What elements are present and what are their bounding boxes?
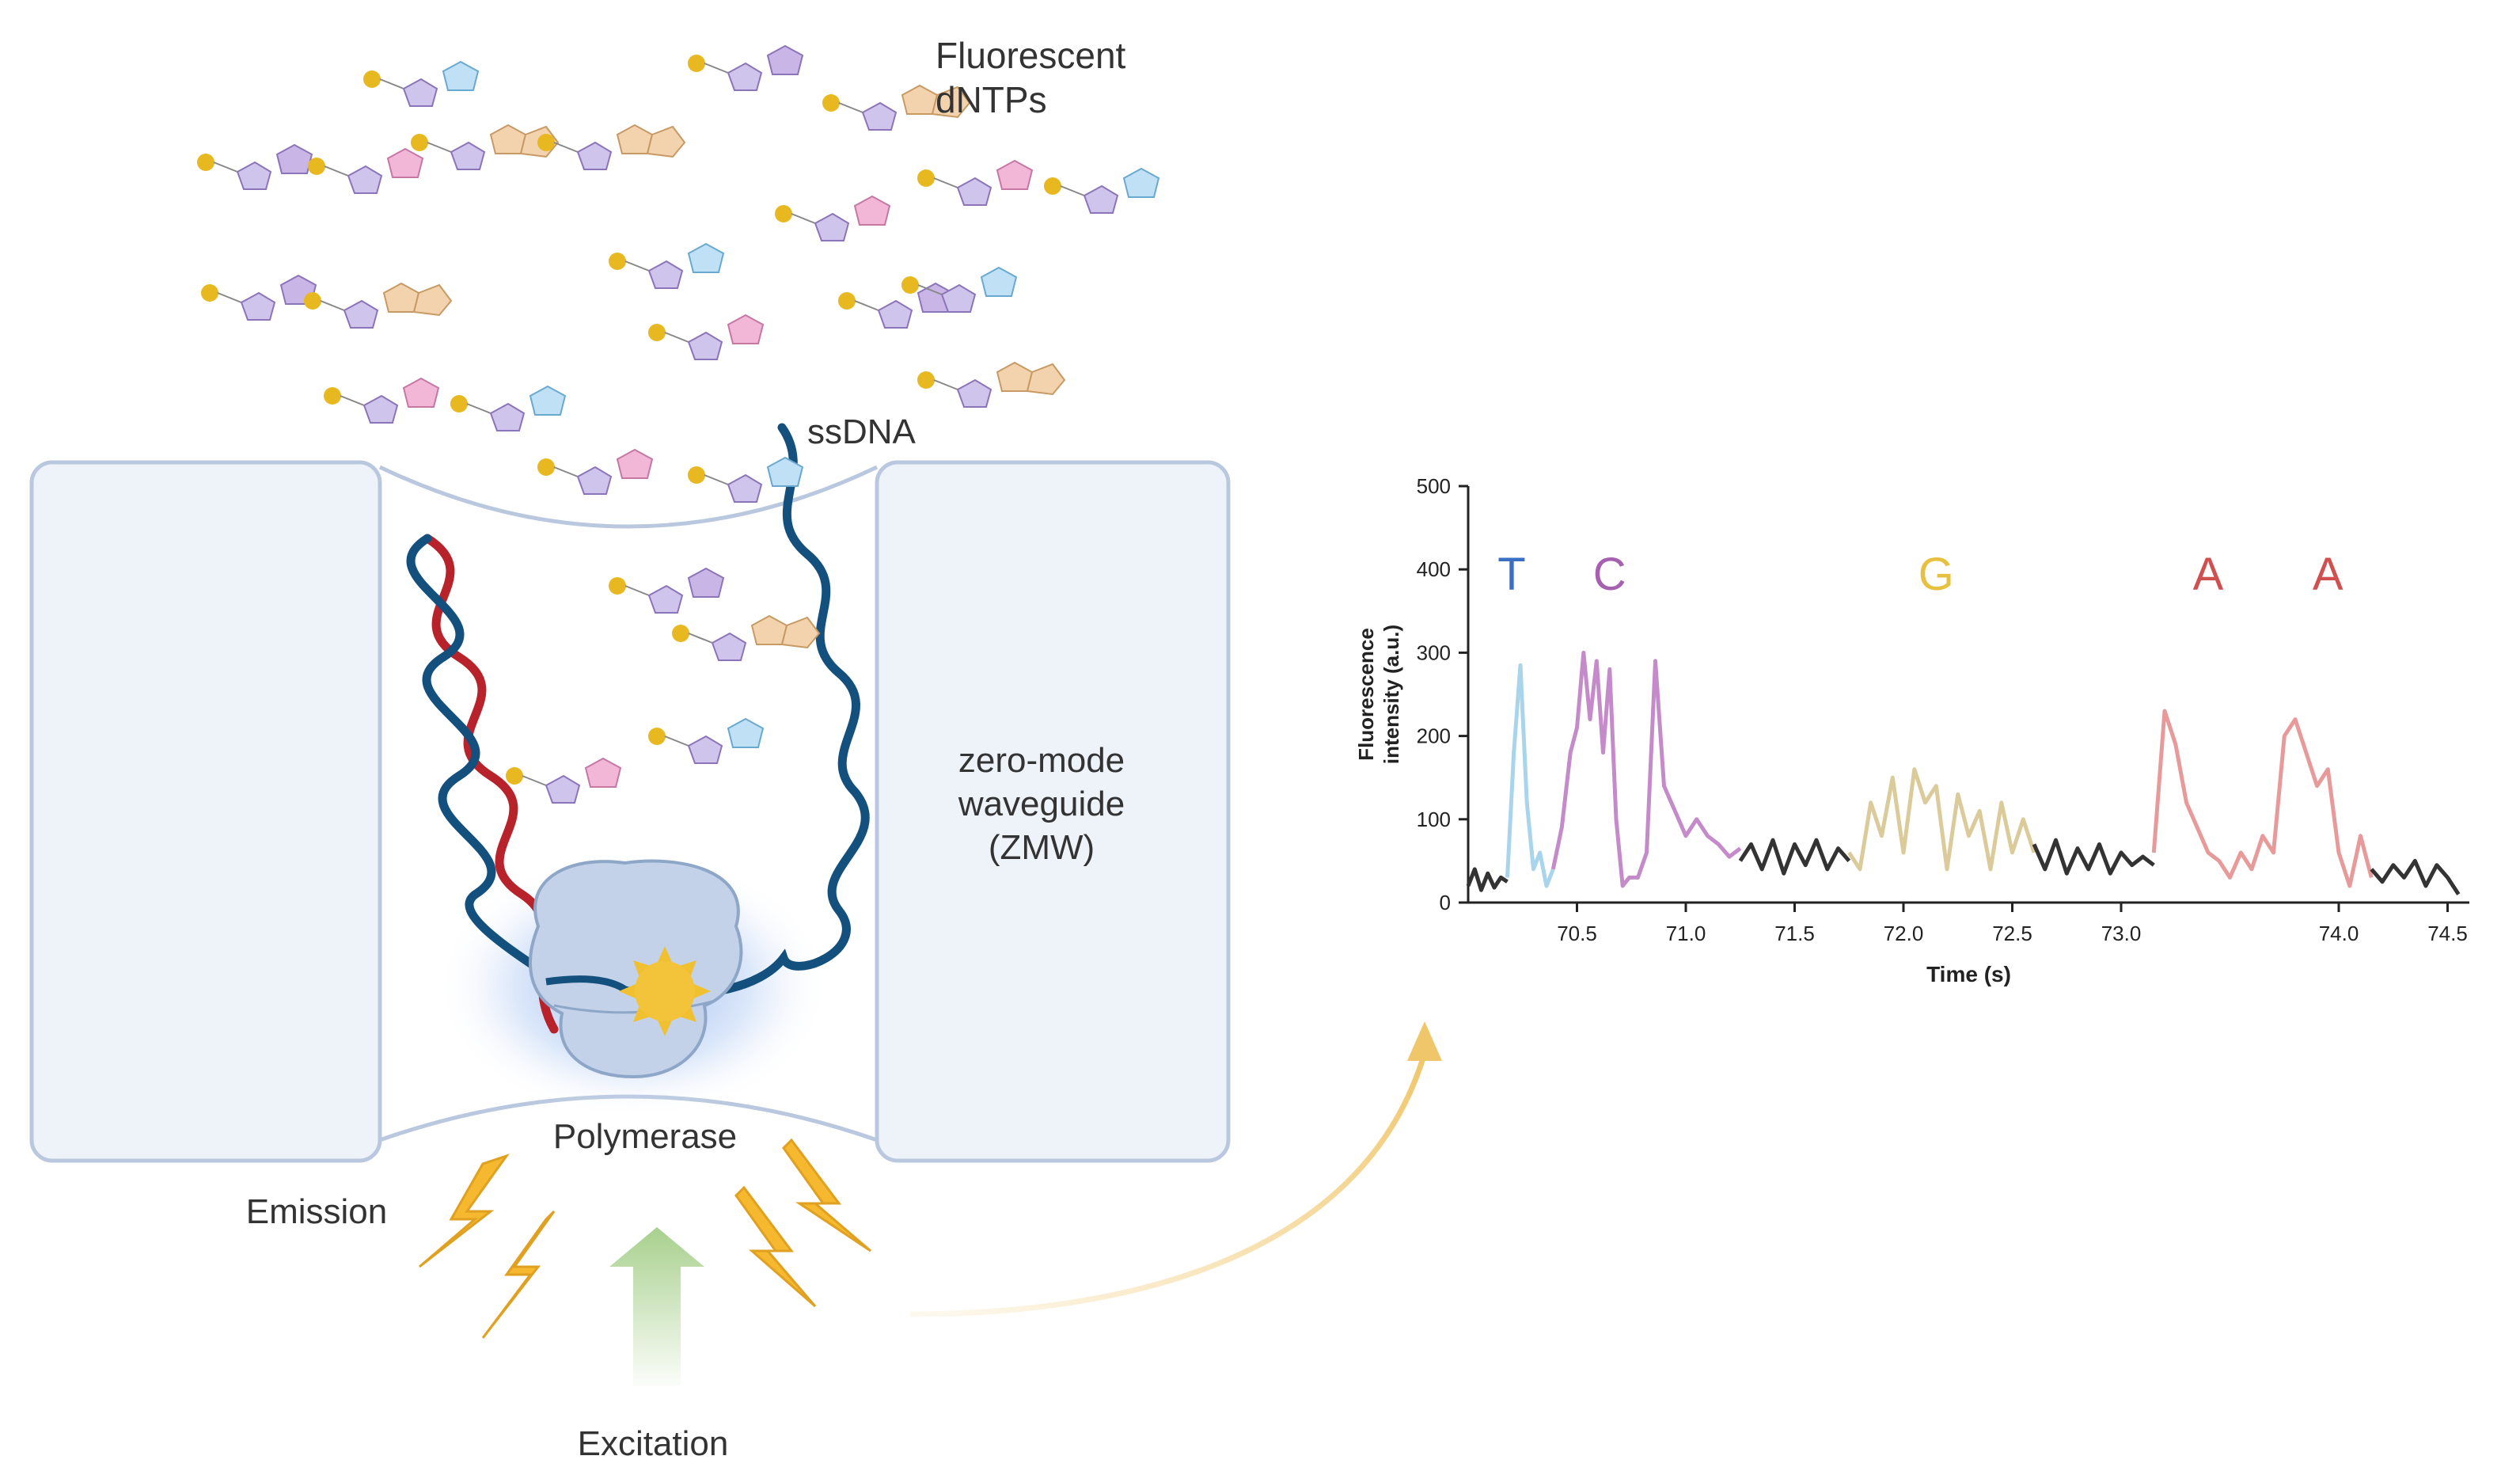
chart-x-tick-label: 71.0 (1666, 922, 1706, 945)
emission-label: Emission (246, 1192, 388, 1231)
base-call-label: A (2193, 549, 2224, 600)
left-well-wall (29, 460, 382, 1163)
dntp-molecule (609, 567, 725, 614)
fluorescent-dntps-label-line2: dNTPs (936, 79, 1047, 120)
trace-segment (1466, 867, 1509, 892)
excitation-label: Excitation (578, 1424, 729, 1463)
trace-segment (2032, 838, 2155, 876)
dntp-molecules (197, 44, 1160, 804)
dntp-molecule (917, 159, 1034, 206)
base-call-label: C (1593, 549, 1626, 600)
chart-y-axis-label-line2: intensity (a.u.) (1380, 625, 1403, 764)
right-well-wall (875, 460, 1231, 1163)
dntp-molecule (363, 60, 480, 107)
chart-x-tick-label: 70.5 (1557, 922, 1597, 945)
dntp-molecule (609, 242, 725, 289)
chart-x-ticks: 70.5 71.0 71.5 72.0 72.5 73.0 74.0 74.5 (1557, 903, 2468, 945)
trace-segment (1550, 650, 1742, 888)
dntp-molecule (838, 282, 954, 329)
polymerase-label: Polymerase (553, 1117, 737, 1156)
chart-x-tick-label: 72.0 (1884, 922, 1924, 945)
zmw-label-line1: zero-mode (958, 741, 1125, 780)
chart-x-tick-label: 71.5 (1774, 922, 1815, 945)
chart-x-tick-label: 72.5 (1992, 922, 2032, 945)
trace-segment (2370, 858, 2461, 895)
emission-lightning-icons (419, 1138, 871, 1339)
zmw-label-line3: (ZMW) (989, 828, 1095, 867)
base-call-label: G (1918, 549, 1954, 600)
fluorescence-trace-chart: 0 100 200 300 400 500 70.5 71.0 71.5 72.0 72.5 73.… (1354, 474, 2469, 986)
chart-y-tick-label: 100 (1417, 808, 1451, 831)
dntp-molecule (201, 274, 317, 321)
zmw-label-line2: waveguide (958, 785, 1125, 823)
dntp-molecule (1044, 167, 1160, 214)
dntp-molecule (672, 614, 821, 661)
well-top-membrane (378, 465, 879, 529)
dntp-molecule (506, 757, 622, 804)
base-call-label: T (1497, 549, 1525, 600)
chart-y-tick-label: 0 (1440, 891, 1451, 914)
chart-y-ticks: 0 100 200 300 400 500 (1417, 474, 1468, 914)
chart-y-tick-label: 300 (1417, 640, 1451, 664)
signal-curve-arrow (909, 1021, 1442, 1317)
excitation-arrow (609, 1227, 704, 1385)
dntp-molecule (411, 124, 560, 170)
dntp-molecule (775, 195, 891, 241)
dntp-molecule (197, 143, 313, 190)
ssdna-label: ssDNA (807, 412, 917, 451)
chart-x-axis-label: Time (s) (1926, 962, 2011, 986)
chart-series (1466, 650, 2461, 895)
trace-segment (1847, 767, 2036, 872)
fluorescent-dye-icon (619, 946, 711, 1036)
base-call-label: A (2313, 549, 2344, 600)
dntp-molecule (688, 456, 804, 503)
zmw-well (29, 460, 1231, 1163)
dntp-molecule (648, 314, 765, 360)
chart-y-tick-label: 500 (1417, 474, 1451, 498)
chart-y-tick-label: 400 (1417, 557, 1451, 581)
dntp-molecule (537, 124, 686, 170)
dntp-molecule (304, 282, 453, 329)
dntp-molecule (324, 377, 440, 424)
dntp-molecule (450, 385, 567, 431)
fluorescent-dntps-label: Fluorescent (936, 35, 1126, 76)
chart-x-tick-label: 74.5 (2427, 922, 2468, 945)
chart-x-tick-label: 73.0 (2101, 922, 2142, 945)
dntp-molecule (688, 44, 804, 91)
dntp-molecule (822, 84, 971, 131)
trace-segment (1738, 838, 1851, 876)
chart-x-tick-label: 74.0 (2319, 922, 2359, 945)
dntp-molecule (917, 361, 1066, 408)
trace-segment (2151, 709, 2374, 888)
dntp-molecule (308, 147, 424, 194)
chart-y-tick-label: 200 (1417, 724, 1451, 748)
dntp-molecule (648, 717, 765, 764)
ssdna-strand (676, 423, 870, 998)
dntp-molecule (901, 266, 1018, 313)
chart-y-axis-label-line1: Fluorescence (1354, 628, 1378, 761)
dntp-molecule (537, 448, 654, 495)
trace-segment (1505, 663, 1555, 888)
